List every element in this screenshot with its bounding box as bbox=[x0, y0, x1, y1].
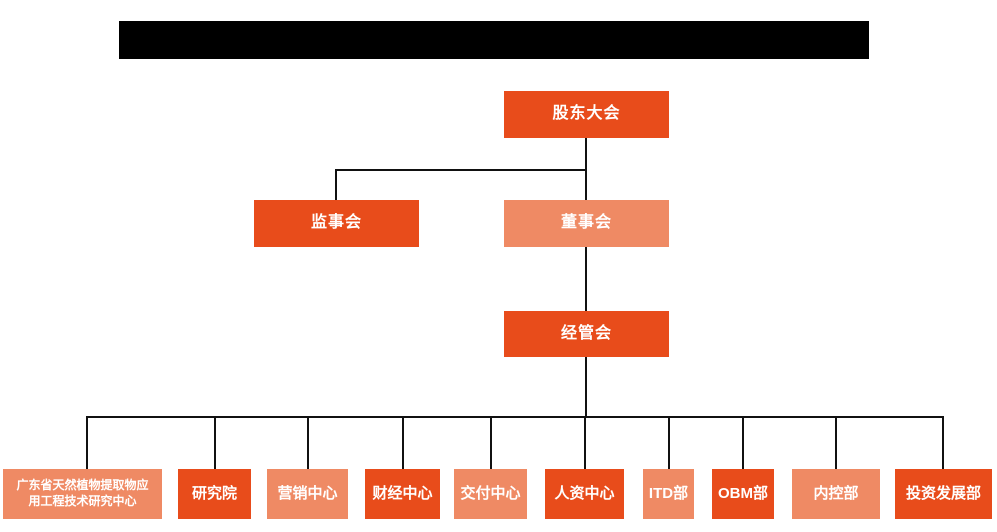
connector-drop-research-center bbox=[86, 416, 88, 469]
connector-drop-obm bbox=[742, 416, 744, 469]
connector-drop-finance bbox=[402, 416, 404, 469]
connector-drop-itd bbox=[668, 416, 670, 469]
connector-drop-internal-control bbox=[835, 416, 837, 469]
connector-level2-branch bbox=[335, 169, 587, 171]
connector-management-to-bus bbox=[585, 357, 587, 417]
node-dept-hr-center: 人资中心 bbox=[545, 469, 624, 519]
redacted-title-bar bbox=[119, 21, 869, 59]
connector-drop-marketing bbox=[307, 416, 309, 469]
node-dept-internal-control: 内控部 bbox=[792, 469, 880, 519]
connector-supervisory-stem bbox=[335, 169, 337, 200]
node-management-committee: 经管会 bbox=[504, 311, 669, 357]
connector-root-stem bbox=[585, 138, 587, 169]
connector-drop-delivery bbox=[490, 416, 492, 469]
node-shareholders-meeting: 股东大会 bbox=[504, 91, 669, 138]
connector-board-stem bbox=[585, 169, 587, 200]
node-dept-research-institute: 研究院 bbox=[178, 469, 251, 519]
connector-drop-investment bbox=[942, 416, 944, 469]
node-dept-marketing-center: 营销中心 bbox=[267, 469, 348, 519]
node-dept-finance-center: 财经中心 bbox=[365, 469, 440, 519]
node-board-of-directors: 董事会 bbox=[504, 200, 669, 247]
connector-board-to-management bbox=[585, 247, 587, 311]
node-dept-delivery-center: 交付中心 bbox=[454, 469, 527, 519]
node-dept-investment-development: 投资发展部 bbox=[895, 469, 992, 519]
connector-department-bus bbox=[86, 416, 944, 418]
connector-drop-hr bbox=[584, 416, 586, 469]
connector-drop-research-institute bbox=[214, 416, 216, 469]
node-dept-research-center: 广东省天然植物提取物应 用工程技术研究中心 bbox=[3, 469, 162, 519]
node-supervisory-board: 监事会 bbox=[254, 200, 419, 247]
node-dept-itd: ITD部 bbox=[643, 469, 694, 519]
node-dept-obm: OBM部 bbox=[712, 469, 774, 519]
